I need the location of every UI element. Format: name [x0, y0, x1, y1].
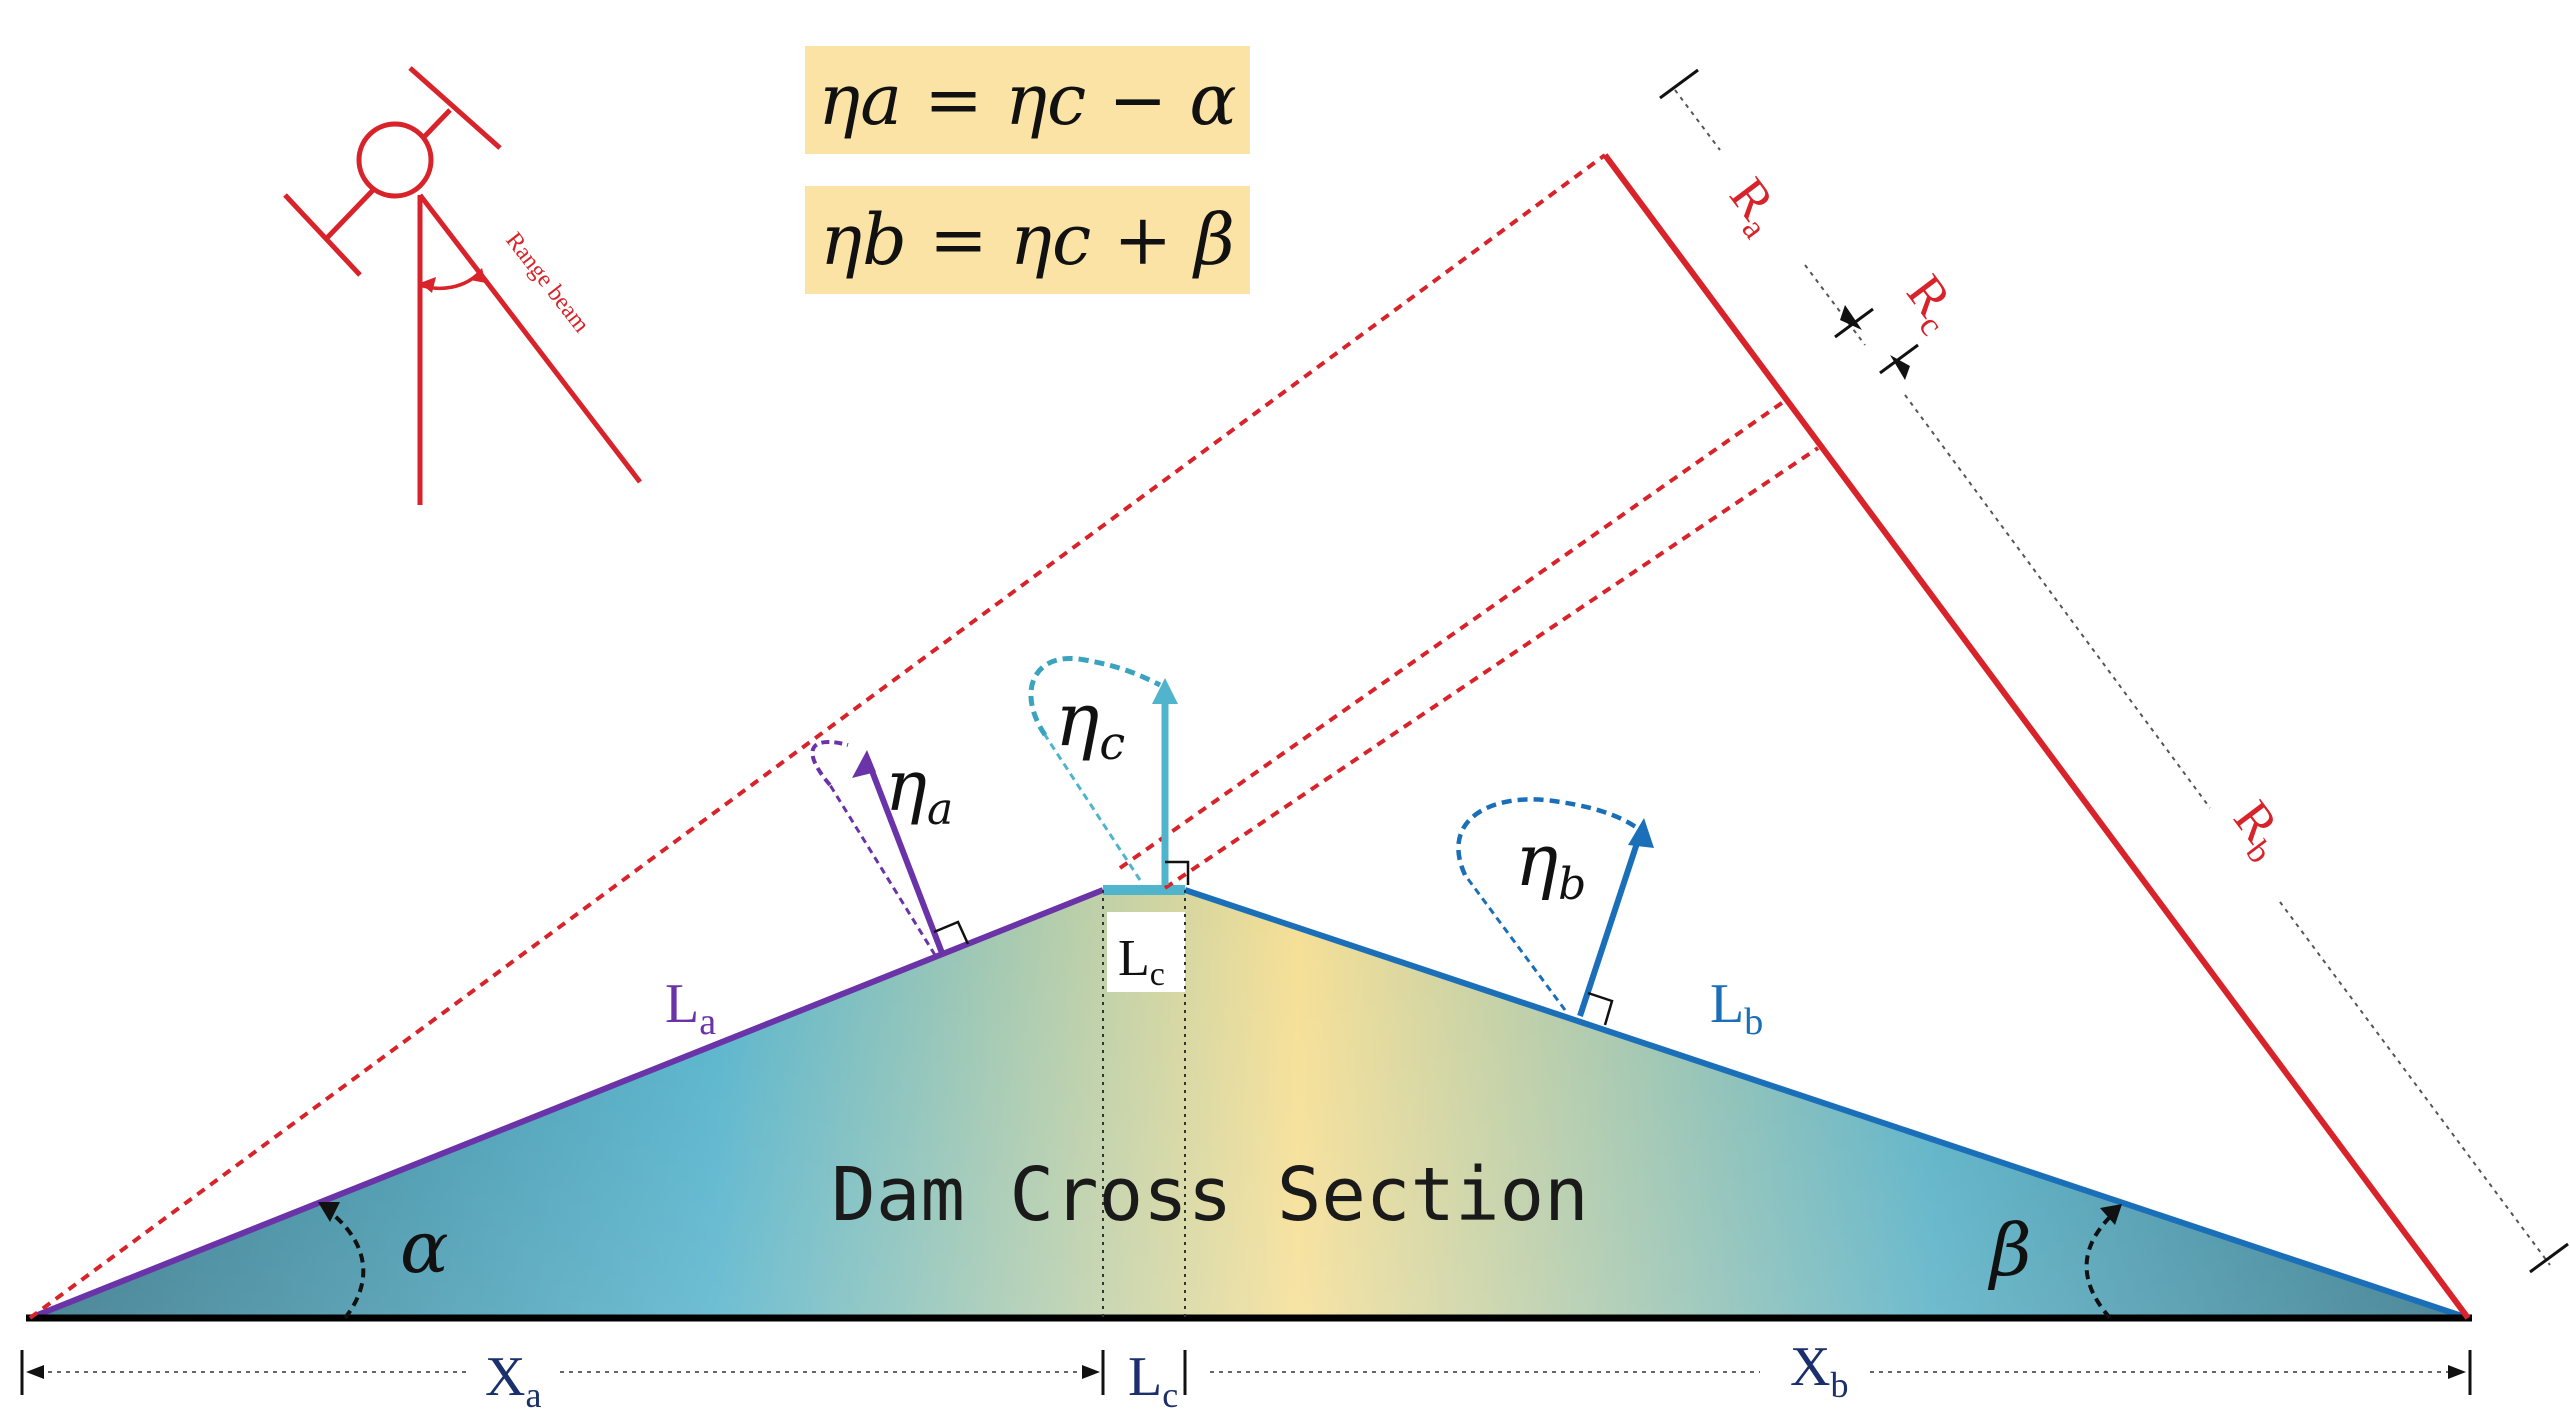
- label-eta-c: ηc: [1055, 677, 1125, 770]
- crest-label-box: [1107, 912, 1185, 992]
- beta-arc: [2084, 1210, 2117, 1320]
- dam-body: [30, 890, 2468, 1318]
- range-dimension-ticks: [1659, 68, 2569, 1274]
- radar-sensor-icon: [283, 66, 642, 505]
- label-La: La: [665, 973, 716, 1043]
- label-Lc-crest: Lc: [1118, 930, 1165, 993]
- alpha-label: α: [400, 1205, 449, 1289]
- sensor-arrow-left: [420, 277, 436, 293]
- label-Ra: Ra: [1714, 168, 1794, 246]
- formula-eta-b: ηb = ηc + β: [805, 186, 1250, 294]
- label-eta-a: ηa: [885, 745, 953, 835]
- sensor-arrow-right: [470, 268, 486, 283]
- normal-eta-a: [810, 739, 970, 956]
- beta-label: β: [1987, 1208, 2032, 1292]
- upstream-slope-La: [28, 887, 1105, 1321]
- label-Lc-base: Lc: [1128, 1346, 1178, 1415]
- label-Rc: Rc: [1891, 265, 1971, 343]
- label-Rb: Rb: [2218, 791, 2299, 870]
- beta-arrowhead: [2100, 1204, 2122, 1225]
- baseline-dimension: [20, 1350, 2472, 1395]
- alpha-arrowhead: [318, 1202, 340, 1222]
- downstream-slope-Lb: [1184, 887, 2469, 1321]
- formula-eta-a: ηa = ηc − α: [805, 46, 1250, 154]
- label-Xa: Xa: [485, 1346, 541, 1415]
- label-eta-b: ηb: [1515, 818, 1586, 910]
- range-beams: [28, 153, 1820, 1320]
- dam-title: Dam Cross Section: [831, 1152, 1588, 1238]
- normal-eta-b: [1456, 797, 1654, 1026]
- label-Lb: Lb: [1710, 973, 1763, 1043]
- normal-eta-c: [1028, 656, 1190, 885]
- range-dimension: [1674, 89, 2551, 1266]
- crest-top: [1103, 885, 1185, 895]
- label-Xb: Xb: [1790, 1336, 1848, 1405]
- range-dimension-arrows: [1840, 305, 1910, 380]
- alpha-arc: [323, 1206, 366, 1320]
- formula-eta-b-text: ηb = ηc + β: [820, 199, 1235, 281]
- formula-eta-a-text: ηa = ηc − α: [818, 59, 1237, 141]
- line-of-sight: [1602, 153, 2471, 1320]
